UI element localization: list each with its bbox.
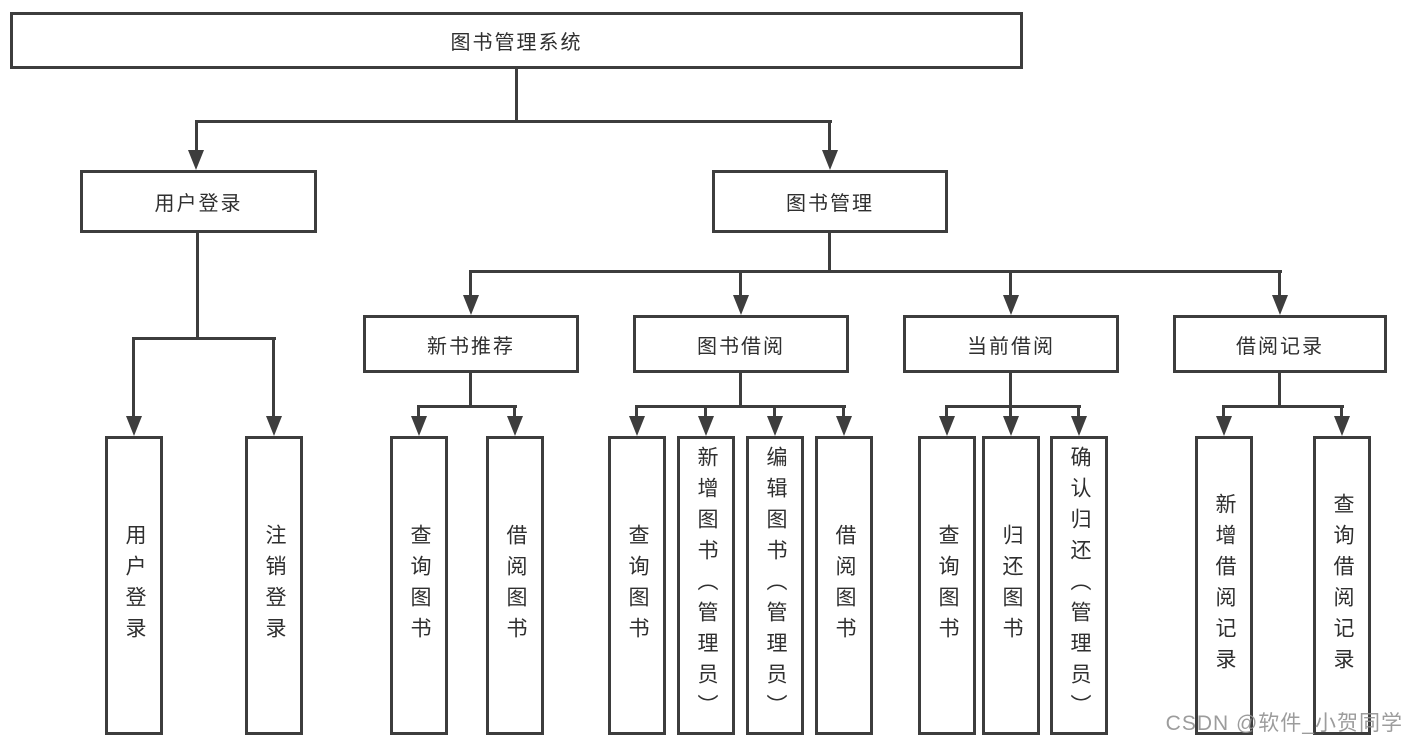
arrow-down-icon: [507, 416, 523, 436]
node-leaf-add-borrow-record: 新增借阅记录: [1195, 436, 1253, 735]
node-current-borrowing: 当前借阅: [903, 315, 1119, 373]
node-leaf-user-login: 用户登录: [105, 436, 163, 735]
node-label: 借阅记录: [1236, 335, 1324, 358]
node-label: 借阅图书: [504, 523, 527, 648]
node-label: 用户登录: [154, 193, 243, 215]
node-leaf-query-books-current: 查询图书: [918, 436, 976, 735]
node-label: 归还图书: [1000, 523, 1023, 648]
node-label: 编辑图书（管理员）: [764, 446, 787, 725]
arrow-down-icon: [1003, 416, 1019, 436]
node-new-book-recommendation: 新书推荐: [363, 315, 579, 373]
arrow-down-icon: [1216, 416, 1232, 436]
connector-borrow-rail: [635, 405, 846, 408]
node-label: 图书管理系统: [450, 32, 583, 54]
connector-records-drop-1: [1222, 405, 1225, 419]
connector-root-drop-left: [195, 120, 198, 154]
node-label: 查询图书: [626, 523, 649, 648]
arrow-down-icon: [266, 416, 282, 436]
node-leaf-add-books-admin: 新增图书（管理员）: [677, 436, 735, 735]
arrow-down-icon: [1334, 416, 1350, 436]
node-label: 新增图书（管理员）: [695, 446, 718, 725]
connector-records-stem: [1278, 373, 1281, 408]
connector-newbook-stem: [469, 373, 472, 408]
connector-bookmgmt-drop-3: [1009, 270, 1012, 298]
connector-bookmgmt-stem: [828, 233, 831, 273]
node-label: 注销登录: [263, 523, 286, 648]
connector-records-drop-2: [1340, 405, 1343, 419]
connector-bookmgmt-drop-2: [739, 270, 742, 298]
arrow-down-icon: [1003, 295, 1019, 315]
connector-userlogin-rail: [132, 337, 276, 340]
arrow-down-icon: [1272, 295, 1288, 315]
arrow-down-icon: [463, 295, 479, 315]
connector-userlogin-stem: [196, 233, 199, 339]
node-label: 图书管理: [786, 193, 874, 215]
arrow-down-icon: [698, 416, 714, 436]
connector-current-rail: [945, 405, 1081, 408]
connector-root-drop-right: [828, 120, 831, 154]
connector-userlogin-drop-1: [132, 337, 135, 419]
node-label: 查询图书: [408, 523, 431, 648]
arrow-down-icon: [411, 416, 427, 436]
node-label: 借阅图书: [833, 523, 856, 648]
node-borrowing-records: 借阅记录: [1173, 315, 1387, 373]
arrow-down-icon: [733, 295, 749, 315]
node-book-management: 图书管理: [712, 170, 948, 233]
arrow-down-icon: [836, 416, 852, 436]
node-label: 查询借阅记录: [1331, 492, 1354, 679]
node-label: 图书借阅: [697, 335, 785, 358]
arrow-down-icon: [188, 150, 204, 170]
arrow-down-icon: [767, 416, 783, 436]
arrow-down-icon: [126, 416, 142, 436]
node-label: 新增借阅记录: [1213, 492, 1236, 679]
connector-root-stem: [515, 69, 518, 123]
connector-borrow-drop-3: [773, 405, 776, 419]
node-library-management-system: 图书管理系统: [10, 12, 1023, 69]
connector-root-rail: [195, 120, 832, 123]
node-leaf-query-borrow-record: 查询借阅记录: [1313, 436, 1371, 735]
connector-borrow-drop-2: [704, 405, 707, 419]
node-leaf-query-books-recommend: 查询图书: [390, 436, 448, 735]
connector-current-drop-3: [1077, 405, 1080, 419]
node-leaf-query-books-borrow: 查询图书: [608, 436, 666, 735]
node-label: 用户登录: [123, 523, 146, 648]
connector-newbook-rail: [417, 405, 517, 408]
arrow-down-icon: [1071, 416, 1087, 436]
node-leaf-logout: 注销登录: [245, 436, 303, 735]
node-user-login: 用户登录: [80, 170, 317, 233]
connector-current-drop-1: [945, 405, 948, 419]
node-leaf-return-books: 归还图书: [982, 436, 1040, 735]
connector-bookmgmt-drop-1: [469, 270, 472, 298]
connector-borrow-drop-1: [635, 405, 638, 419]
node-leaf-confirm-return-admin: 确认归还（管理员）: [1050, 436, 1108, 735]
node-leaf-edit-books-admin: 编辑图书（管理员）: [746, 436, 804, 735]
csdn-watermark: CSDN @软件_小贺同学: [1165, 712, 1403, 735]
connector-bookmgmt-drop-4: [1278, 270, 1281, 298]
node-leaf-borrow-books-recommend: 借阅图书: [486, 436, 544, 735]
node-label: 新书推荐: [427, 335, 515, 358]
connector-userlogin-drop-2: [272, 337, 275, 419]
node-label: 确认归还（管理员）: [1068, 446, 1091, 725]
node-book-borrowing: 图书借阅: [633, 315, 849, 373]
arrow-down-icon: [822, 150, 838, 170]
connector-borrow-drop-4: [842, 405, 845, 419]
arrow-down-icon: [629, 416, 645, 436]
connector-records-rail: [1222, 405, 1344, 408]
connector-newbook-drop-2: [513, 405, 516, 419]
connector-current-drop-2: [1009, 405, 1012, 419]
node-label: 查询图书: [936, 523, 959, 648]
connector-newbook-drop-1: [417, 405, 420, 419]
node-leaf-borrow-books: 借阅图书: [815, 436, 873, 735]
node-label: 当前借阅: [967, 335, 1055, 358]
connector-current-stem: [1009, 373, 1012, 408]
connector-bookmgmt-rail: [469, 270, 1282, 273]
connector-borrow-stem: [739, 373, 742, 408]
arrow-down-icon: [939, 416, 955, 436]
